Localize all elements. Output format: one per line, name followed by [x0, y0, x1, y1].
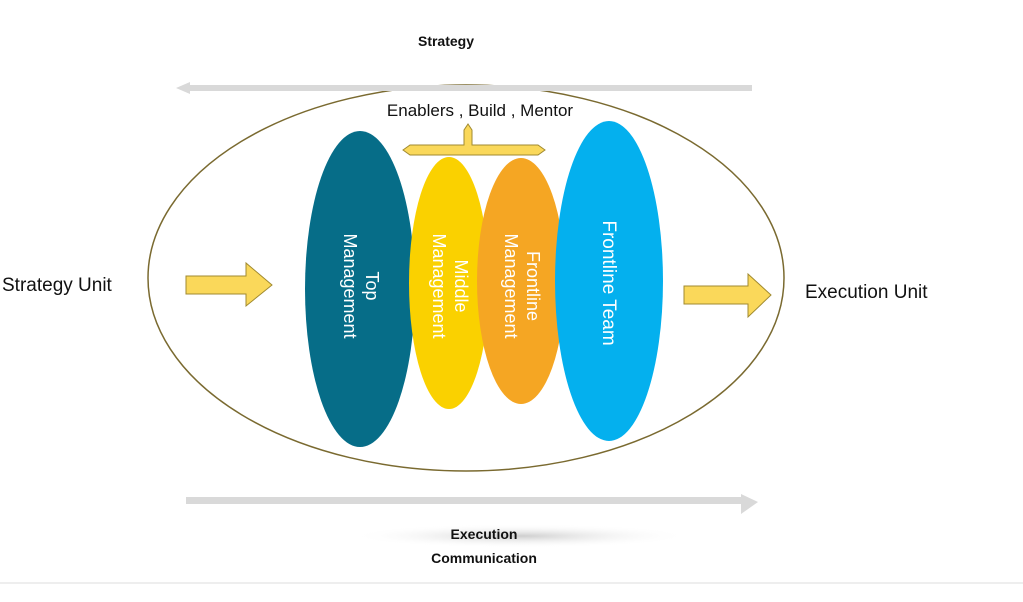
execution-label: Execution: [451, 526, 518, 542]
strategy-flow-arrow: [176, 82, 752, 94]
layer-frontline-team: [555, 121, 663, 441]
middle-management-line1: Middle: [451, 259, 471, 312]
label-shadow: [350, 524, 690, 548]
communication-label: Communication: [431, 550, 537, 566]
top-management-line1: Top: [362, 271, 382, 300]
execution-flow-arrow: [186, 494, 758, 514]
strategy-label: Strategy: [418, 33, 474, 49]
frontline-team-label: Frontline Team: [598, 220, 619, 345]
strategy-unit-label: Strategy Unit: [2, 275, 113, 296]
execution-unit-label: Execution Unit: [805, 282, 928, 303]
layer-middle-management: [409, 157, 489, 409]
layer-top-management: [305, 131, 415, 447]
input-arrow: [185, 261, 273, 308]
enablers-arrow: [402, 123, 546, 156]
top-management-line2: Management: [340, 233, 360, 338]
frontline-management-line2: Management: [501, 233, 521, 338]
enablers-label: Enablers , Build , Mentor: [387, 101, 573, 120]
frontline-management-line1: Frontline: [523, 251, 543, 321]
middle-management-line2: Management: [429, 233, 449, 338]
output-arrow: [683, 272, 772, 319]
layer-frontline-management: [477, 158, 565, 404]
